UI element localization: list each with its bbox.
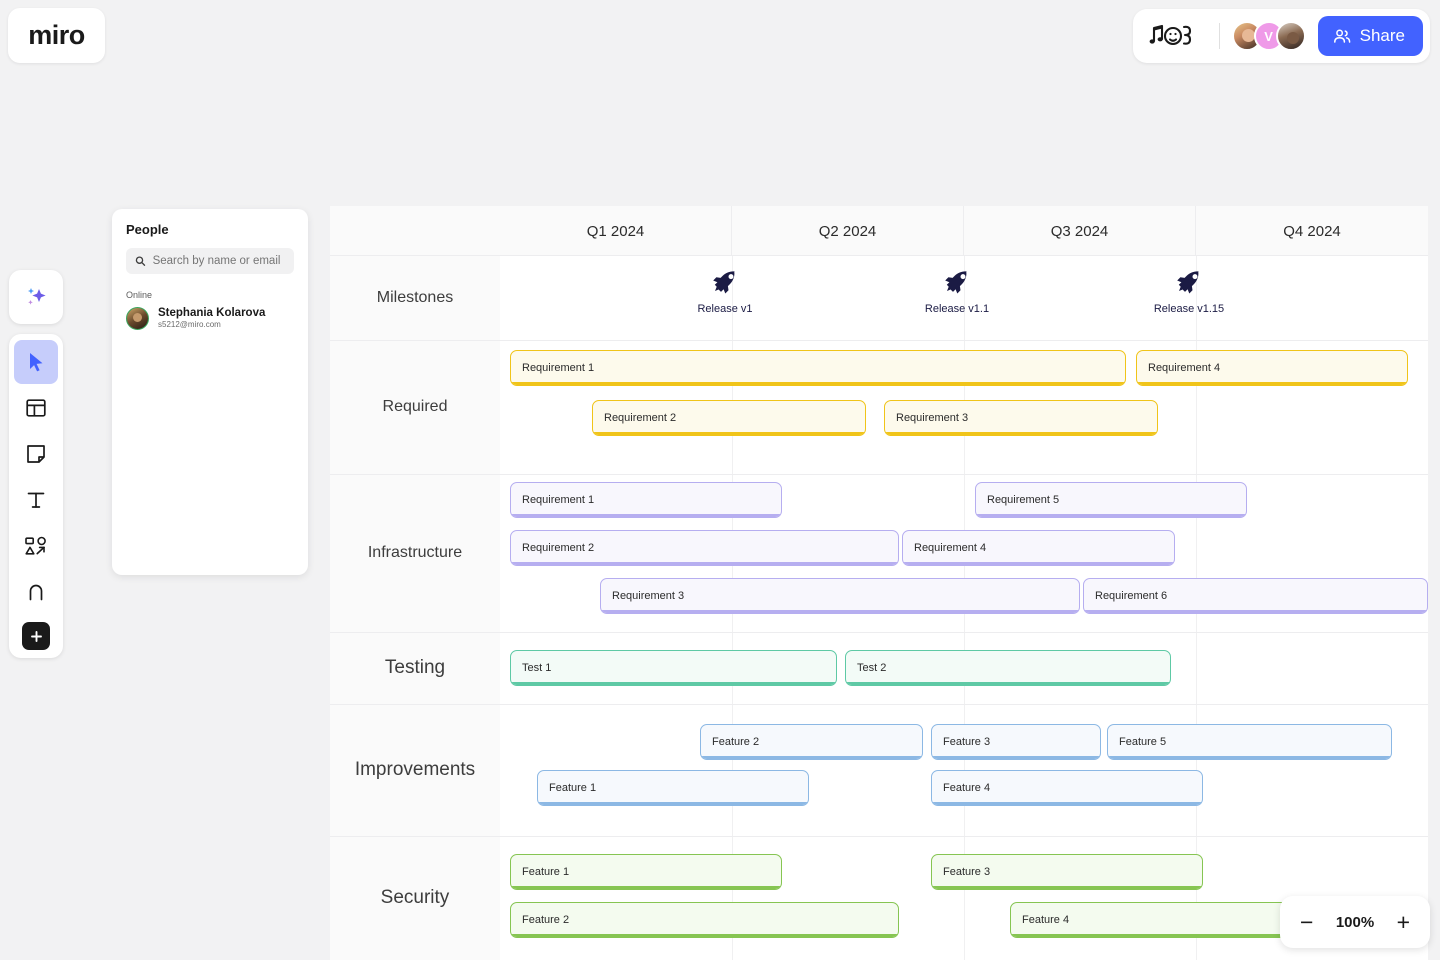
milestone-release-v1-15[interactable]: Release v1.15: [1129, 266, 1249, 315]
rocket-icon: [1177, 271, 1199, 294]
list-item[interactable]: Stephania Kolarova s5212@miro.com: [126, 306, 294, 331]
milestone-release-v1[interactable]: Release v1: [665, 266, 785, 315]
zoom-level-value: 100%: [1335, 913, 1375, 931]
plus-icon: [30, 630, 42, 642]
task-bar[interactable]: Requirement 4: [902, 530, 1175, 566]
search-icon: [135, 256, 146, 266]
person-name: Stephania Kolarova: [158, 307, 266, 319]
lane-label-column: [330, 206, 500, 960]
cursor-icon: [30, 353, 43, 372]
lane-separator: [330, 632, 1428, 633]
task-bar[interactable]: Feature 2: [700, 724, 923, 760]
avatar: [126, 306, 149, 330]
share-button[interactable]: Share: [1317, 16, 1423, 56]
music-doodle-icon: [1149, 24, 1191, 46]
lane-label-milestones: Milestones: [376, 289, 454, 306]
task-bar[interactable]: Requirement 4: [1136, 350, 1408, 386]
people-panel-title: People: [126, 222, 169, 237]
task-bar[interactable]: Feature 3: [931, 854, 1203, 890]
people-search[interactable]: [126, 248, 294, 274]
milestone-release-v1-1[interactable]: Release v1.1: [897, 266, 1017, 315]
task-bar[interactable]: Feature 4: [931, 770, 1203, 806]
timeline-canvas[interactable]: Q1 2024 Q2 2024 Q3 2024 Q4 2024 Mileston…: [330, 206, 1428, 960]
column-header-q1: Q1 2024: [500, 206, 732, 256]
task-bar[interactable]: Requirement 1: [510, 482, 782, 518]
pen-icon: [29, 584, 43, 601]
column-header-q4: Q4 2024: [1283, 222, 1341, 240]
task-bar[interactable]: Test 2: [845, 650, 1171, 686]
sidebar-item-sticky-note[interactable]: [14, 432, 58, 476]
task-bar[interactable]: Feature 3: [931, 724, 1101, 760]
task-bar[interactable]: Test 1: [510, 650, 837, 686]
people-online-label: Online: [126, 290, 153, 300]
sidebar-item-add[interactable]: [22, 622, 50, 650]
task-bar[interactable]: Requirement 2: [510, 530, 899, 566]
sidebar-item-text[interactable]: [14, 478, 58, 522]
task-bar[interactable]: Requirement 3: [600, 578, 1080, 614]
collaborator-avatars[interactable]: V: [1231, 21, 1306, 51]
avatar[interactable]: [1275, 21, 1306, 51]
column-header-q3: Q3 2024: [964, 206, 1196, 256]
lane-label-testing: Testing: [384, 657, 446, 678]
shapes-icon: [25, 536, 46, 555]
person-email: s5212@miro.com: [158, 320, 221, 330]
topbar-divider: [1218, 23, 1220, 49]
text-icon: [27, 492, 45, 508]
sticky-note-icon: [27, 445, 45, 463]
milestone-label: Release v1.1: [924, 303, 990, 315]
task-bar[interactable]: Requirement 5: [975, 482, 1247, 518]
task-bar[interactable]: Requirement 1: [510, 350, 1126, 386]
lane-separator: [330, 340, 1428, 341]
people-panel: People Online Stephania Kolarova s5212@m…: [112, 209, 308, 575]
sidebar-item-templates[interactable]: [14, 386, 58, 430]
column-header-q2: Q2 2024: [732, 206, 964, 256]
task-bar[interactable]: Feature 1: [510, 854, 782, 890]
top-bar: V Share: [1132, 9, 1430, 63]
task-bar[interactable]: Feature 1: [537, 770, 809, 806]
rocket-icon: [945, 271, 967, 294]
sidebar-item-ai[interactable]: [9, 270, 63, 324]
task-bar[interactable]: Requirement 6: [1083, 578, 1428, 614]
share-button-label: Share: [1359, 26, 1405, 45]
search-input[interactable]: [152, 255, 285, 267]
miro-logo-text: miro: [28, 20, 85, 50]
zoom-in-button[interactable]: +: [1396, 908, 1410, 935]
zoom-control: − 100% +: [1280, 896, 1430, 948]
tools-sidebar: [9, 334, 63, 658]
task-bar[interactable]: Feature 2: [510, 902, 899, 938]
lane-separator: [330, 836, 1428, 837]
zoom-out-button[interactable]: −: [1300, 908, 1314, 935]
miro-logo[interactable]: miro: [8, 8, 105, 63]
task-bar[interactable]: Requirement 3: [884, 400, 1158, 436]
lane-label-improvements: Improvements: [354, 759, 476, 780]
rocket-icon: [713, 271, 735, 294]
lane-label-security: Security: [380, 887, 450, 908]
lane-label-infrastructure: Infrastructure: [367, 544, 463, 561]
sidebar-item-pen[interactable]: [14, 570, 58, 614]
lane-label-required: Required: [382, 398, 448, 415]
sidebar-item-shapes[interactable]: [14, 524, 58, 568]
lane-separator: [330, 474, 1428, 475]
lane-separator: [330, 704, 1428, 705]
sidebar-item-cursor[interactable]: [14, 340, 58, 384]
task-bar[interactable]: Feature 5: [1107, 724, 1392, 760]
milestone-label: Release v1.15: [1153, 303, 1225, 315]
timeline-header: [330, 206, 1428, 256]
milestone-label: Release v1: [697, 303, 753, 315]
templates-icon: [26, 399, 46, 417]
people-icon: [1333, 29, 1350, 43]
ai-sparkle-icon: [28, 288, 46, 305]
task-bar[interactable]: Requirement 2: [592, 400, 866, 436]
